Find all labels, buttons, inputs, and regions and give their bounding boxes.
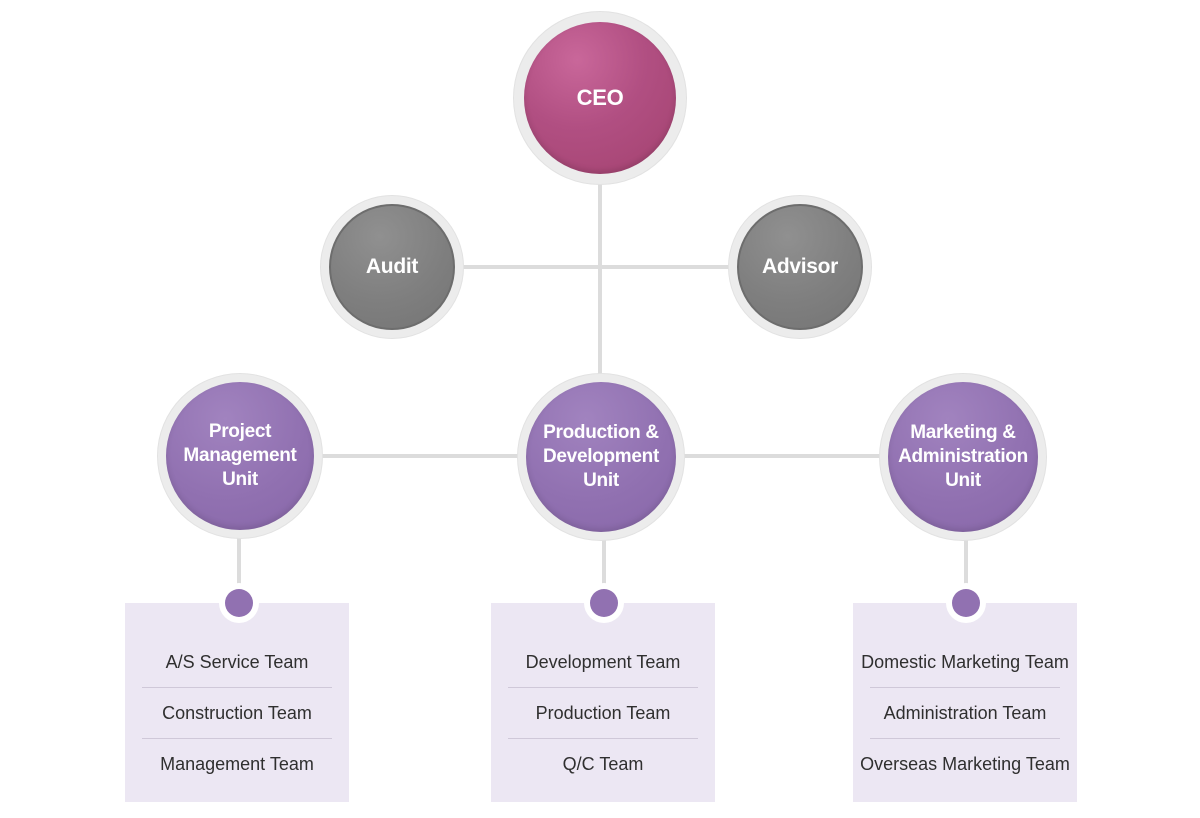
project-management-unit-node: Project Management Unit	[158, 374, 322, 538]
unit-3-connector-dot	[946, 583, 986, 623]
advisory-connector	[460, 265, 736, 269]
unit-1-to-teams-connector	[237, 536, 241, 586]
marketing-administration-unit-node: Marketing & Administration Unit	[880, 374, 1046, 540]
team-item: A/S Service Team	[142, 637, 332, 688]
production-development-unit-node: Production & Development Unit	[518, 374, 684, 540]
team-item: Construction Team	[142, 688, 332, 739]
audit-node: Audit	[321, 196, 463, 338]
ceo-to-center-connector	[598, 180, 602, 380]
advisor-label: Advisor	[737, 204, 863, 330]
production-development-teams-panel: Development Team Production Team Q/C Tea…	[491, 603, 715, 802]
team-item: Overseas Marketing Team	[860, 753, 1070, 774]
team-item: Production Team	[508, 688, 698, 739]
project-management-teams-panel: A/S Service Team Construction Team Manag…	[125, 603, 349, 802]
unit-2-to-teams-connector	[602, 536, 606, 586]
team-item: Administration Team	[870, 688, 1060, 739]
marketing-administration-unit-label: Marketing & Administration Unit	[888, 382, 1038, 532]
ceo-node: CEO	[514, 12, 686, 184]
unit-2-connector-dot	[584, 583, 624, 623]
audit-label: Audit	[329, 204, 455, 330]
unit-1-connector-dot	[219, 583, 259, 623]
unit-3-to-teams-connector	[964, 536, 968, 586]
team-item: Domestic Marketing Team	[861, 637, 1069, 688]
team-item: Development Team	[508, 637, 698, 688]
project-management-unit-label: Project Management Unit	[166, 382, 314, 530]
production-development-unit-label: Production & Development Unit	[526, 382, 676, 532]
ceo-label: CEO	[524, 22, 676, 174]
team-item: Management Team	[160, 753, 314, 774]
team-item: Q/C Team	[562, 753, 644, 774]
marketing-administration-teams-panel: Domestic Marketing Team Administration T…	[853, 603, 1077, 802]
advisor-node: Advisor	[729, 196, 871, 338]
